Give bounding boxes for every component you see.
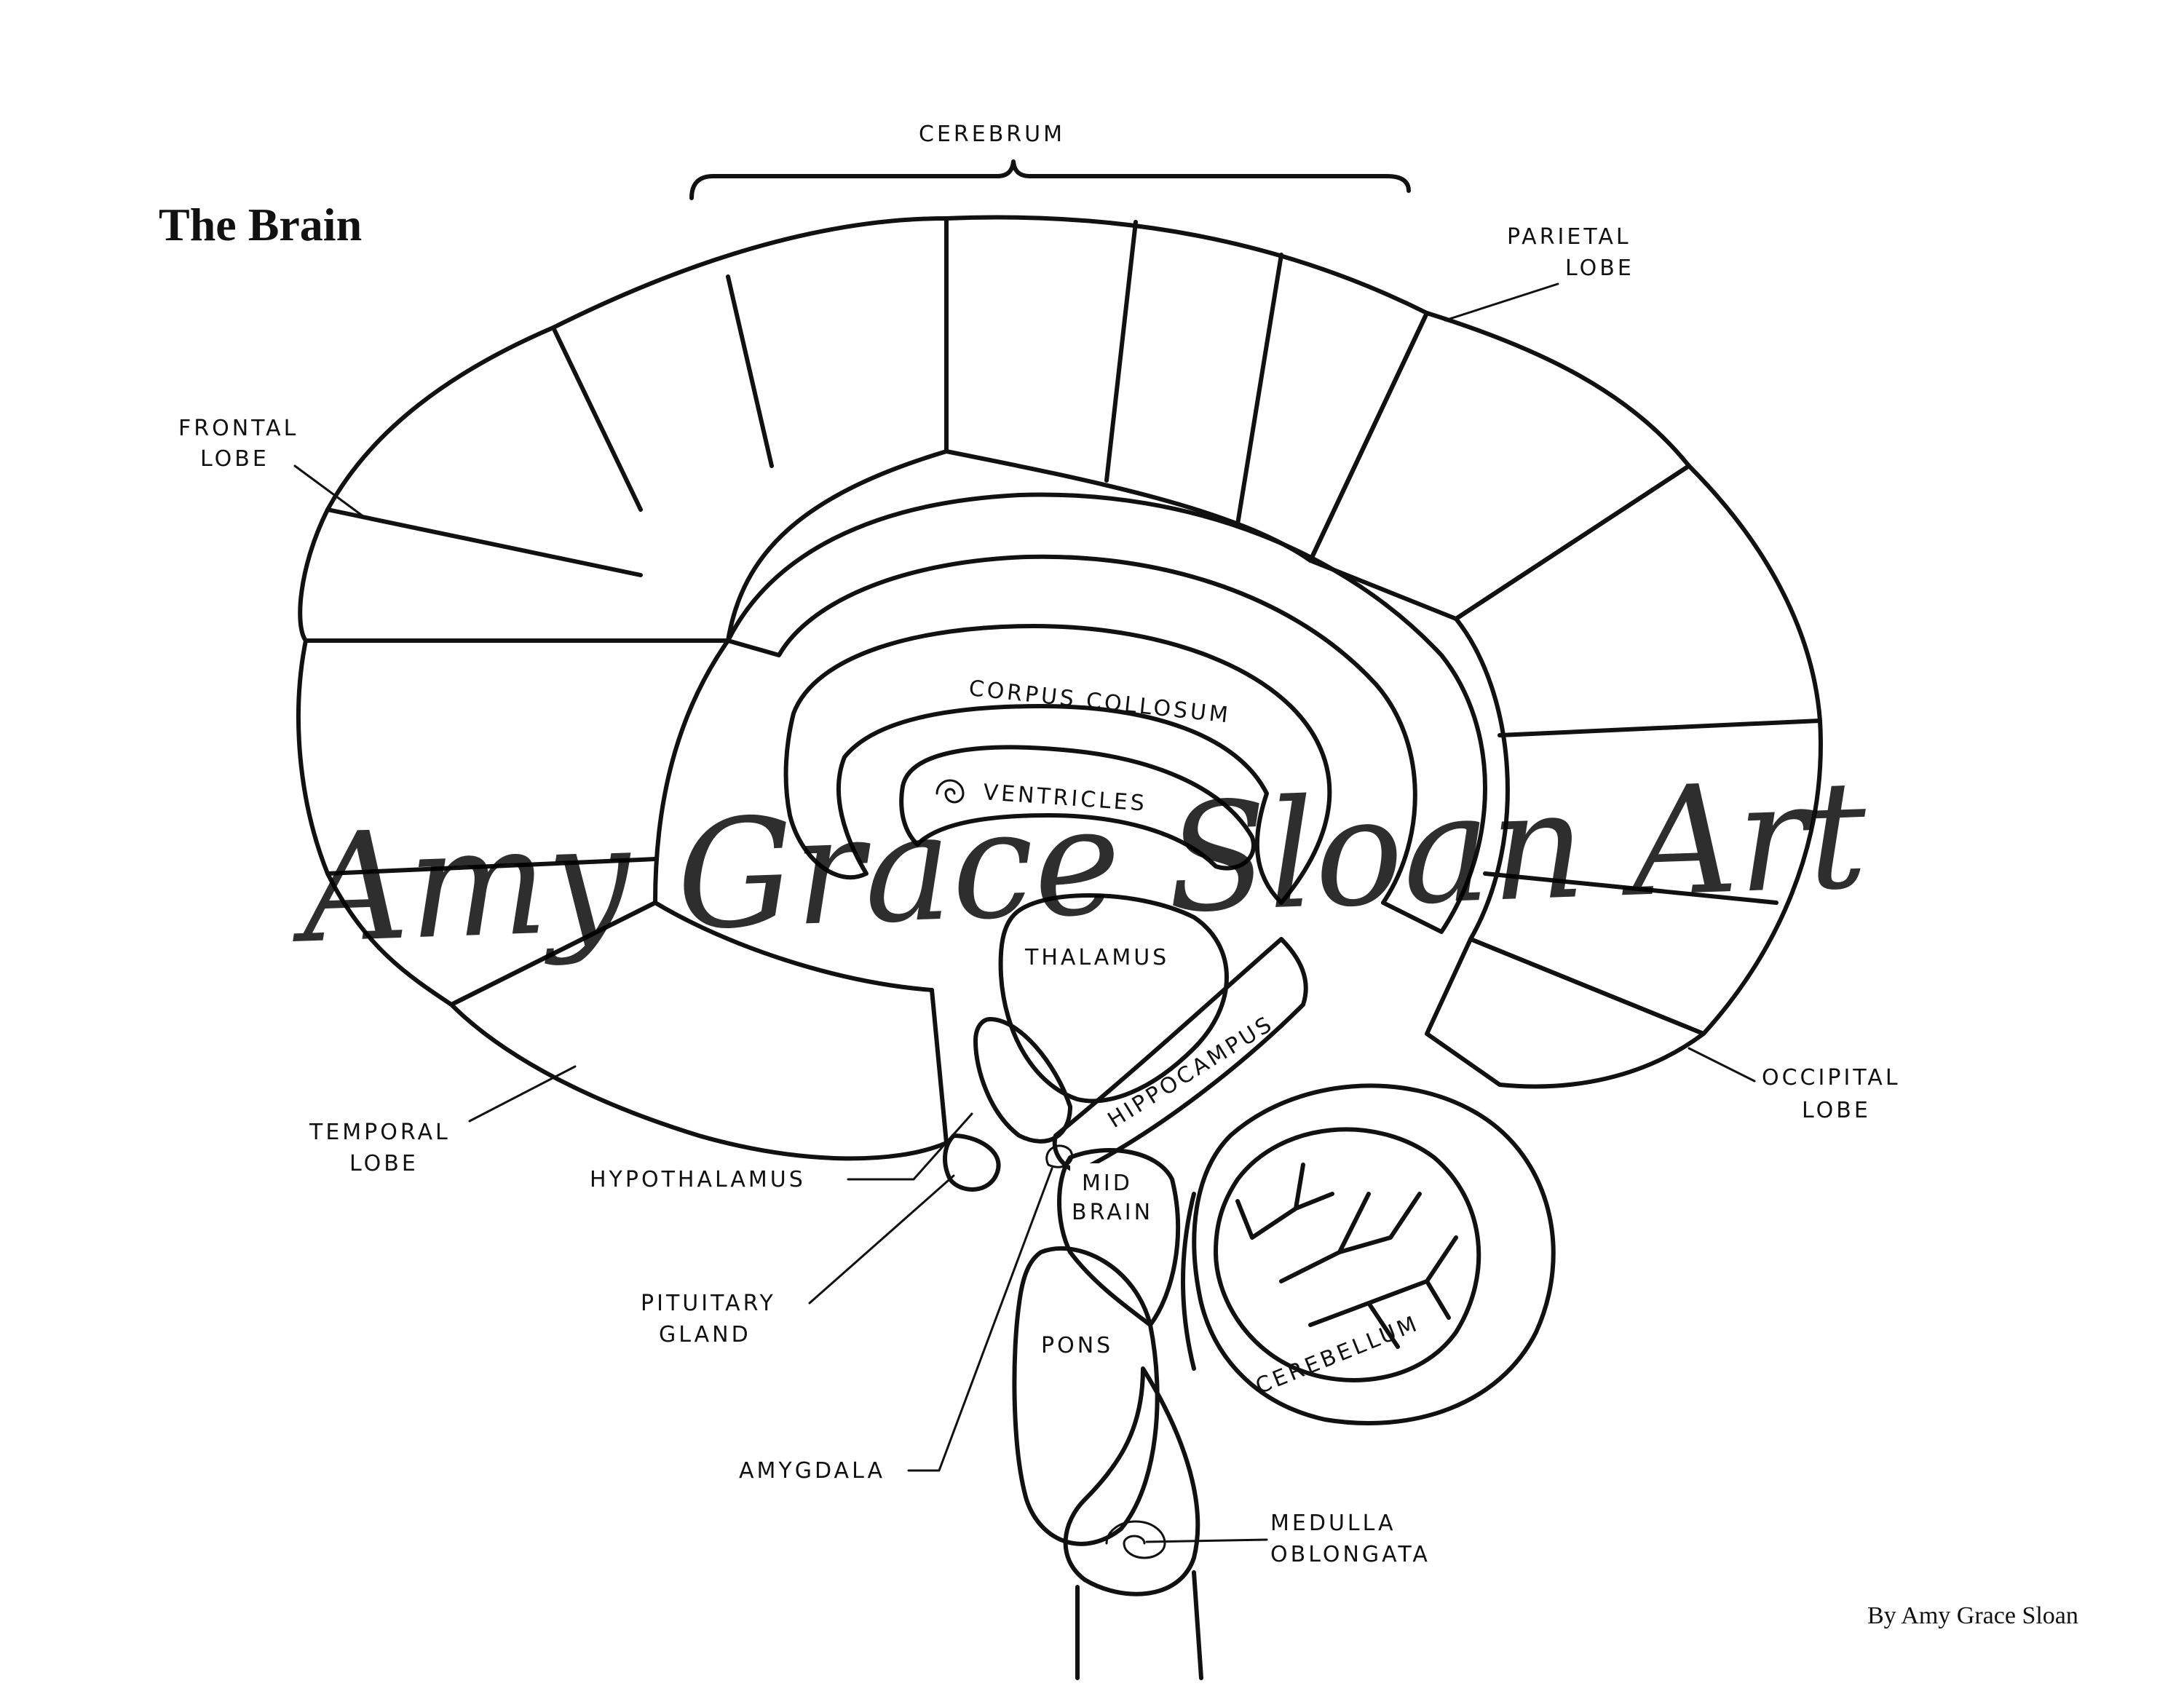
spinal-cord xyxy=(1075,1192,1203,1680)
temporal-leader xyxy=(468,1065,577,1123)
temporal-lobe-label-line2: LOBE xyxy=(349,1151,419,1176)
medulla-oblongata xyxy=(1063,1366,1200,1596)
hypothalamus-label: HYPOTHALAMUS xyxy=(590,1167,806,1192)
amygdala-stalk xyxy=(1045,1144,1074,1168)
amygdala-label: AMYGDALA xyxy=(739,1458,885,1484)
midbrain-label-line2: BRAIN xyxy=(1072,1200,1153,1225)
cingulate-band xyxy=(726,492,1487,934)
ventricles-spiral-icon xyxy=(935,779,965,804)
gyrus-lines xyxy=(304,216,1822,1007)
cerebellum-inner xyxy=(1214,1127,1481,1382)
frontal-lobe-label-line2: LOBE xyxy=(200,446,269,472)
label-medulla-oblongata: MEDULLA OBLONGATA xyxy=(1145,1511,1431,1567)
label-pituitary-gland: PITUITARY GLAND xyxy=(641,1174,955,1347)
midbrain-label-bg xyxy=(1070,1163,1150,1230)
occipital-leader xyxy=(1688,1047,1756,1083)
parietal-lobe-label-line1: PARIETAL xyxy=(1507,224,1631,250)
credit-text: By Amy Grace Sloan xyxy=(1867,1602,2078,1629)
label-frontal-lobe: FRONTAL LOBE xyxy=(178,416,365,518)
medulla-spiral xyxy=(1105,1520,1166,1559)
hypothalamus-leader xyxy=(847,1112,973,1181)
medulla-label-line1: MEDULLA xyxy=(1270,1511,1396,1536)
label-temporal-lobe: TEMPORAL LOBE xyxy=(309,1065,577,1176)
temporal-lobe-label-line1: TEMPORAL xyxy=(309,1120,451,1145)
midbrain xyxy=(1057,1148,1181,1327)
pituitary-gland-label-line2: GLAND xyxy=(659,1322,751,1347)
frontal-bubble-region xyxy=(296,638,730,1007)
hypothalamus-structure xyxy=(973,1017,1072,1144)
cerebellum-label: CEREBELLUM xyxy=(1252,1310,1423,1399)
occipital-lobe-label-line2: LOBE xyxy=(1802,1098,1871,1123)
pituitary-gland-label-line1: PITUITARY xyxy=(641,1291,776,1316)
label-amygdala: AMYGDALA xyxy=(739,1167,1053,1484)
arbor-vitae xyxy=(1235,1163,1458,1349)
pituitary-leader xyxy=(808,1174,955,1305)
thalamus-label: THALAMUS xyxy=(1024,945,1169,970)
cerebrum-bracket xyxy=(689,159,1411,200)
thalamus-label-bg xyxy=(1019,938,1187,974)
pons-label-bg xyxy=(1037,1325,1117,1361)
thalamus xyxy=(998,893,1229,1104)
frontal-lobe-label-line1: FRONTAL xyxy=(178,416,298,441)
occipital-lobe-region xyxy=(1454,464,1823,1036)
corpus-callosum-label: CORPUS COLLOSUM xyxy=(968,676,1232,729)
medulla-leader xyxy=(1145,1538,1268,1543)
frontal-leader xyxy=(293,464,365,518)
page-title: The Brain xyxy=(159,199,362,250)
cerebrum-label: CEREBRUM xyxy=(919,122,1065,147)
midbrain-label-line1: MID xyxy=(1082,1171,1133,1196)
frontal-lobe-region xyxy=(298,216,949,643)
parietal-bubble-region xyxy=(1308,311,1691,621)
ventricles xyxy=(899,745,1256,871)
label-occipital-lobe: OCCIPITAL LOBE xyxy=(1688,1047,1901,1123)
temporal-lobe-region xyxy=(449,901,949,1161)
label-parietal-lobe: PARIETAL LOBE xyxy=(1444,224,1634,322)
watermark-text: Amy Grace Sloan Art xyxy=(288,749,1870,977)
cerebellum xyxy=(1192,1083,1556,1425)
medulla-label-line2: OBLONGATA xyxy=(1270,1542,1431,1567)
parietal-lobe-region xyxy=(944,215,1429,563)
label-hypothalamus: HYPOTHALAMUS xyxy=(590,1112,973,1192)
amygdala-leader xyxy=(907,1167,1053,1472)
parietal-leader xyxy=(1444,282,1559,322)
pons-label: PONS xyxy=(1041,1333,1113,1358)
occipital-lobe-label-line1: OCCIPITAL xyxy=(1762,1065,1901,1091)
lower-occipital-scales xyxy=(1425,937,1706,1089)
pituitary-stalk xyxy=(943,1133,1001,1192)
pons xyxy=(1012,1246,1160,1546)
cerebral-cortex xyxy=(296,215,1823,1161)
corpus-callosum xyxy=(783,624,1332,905)
parietal-lobe-label-line2: LOBE xyxy=(1565,256,1634,281)
